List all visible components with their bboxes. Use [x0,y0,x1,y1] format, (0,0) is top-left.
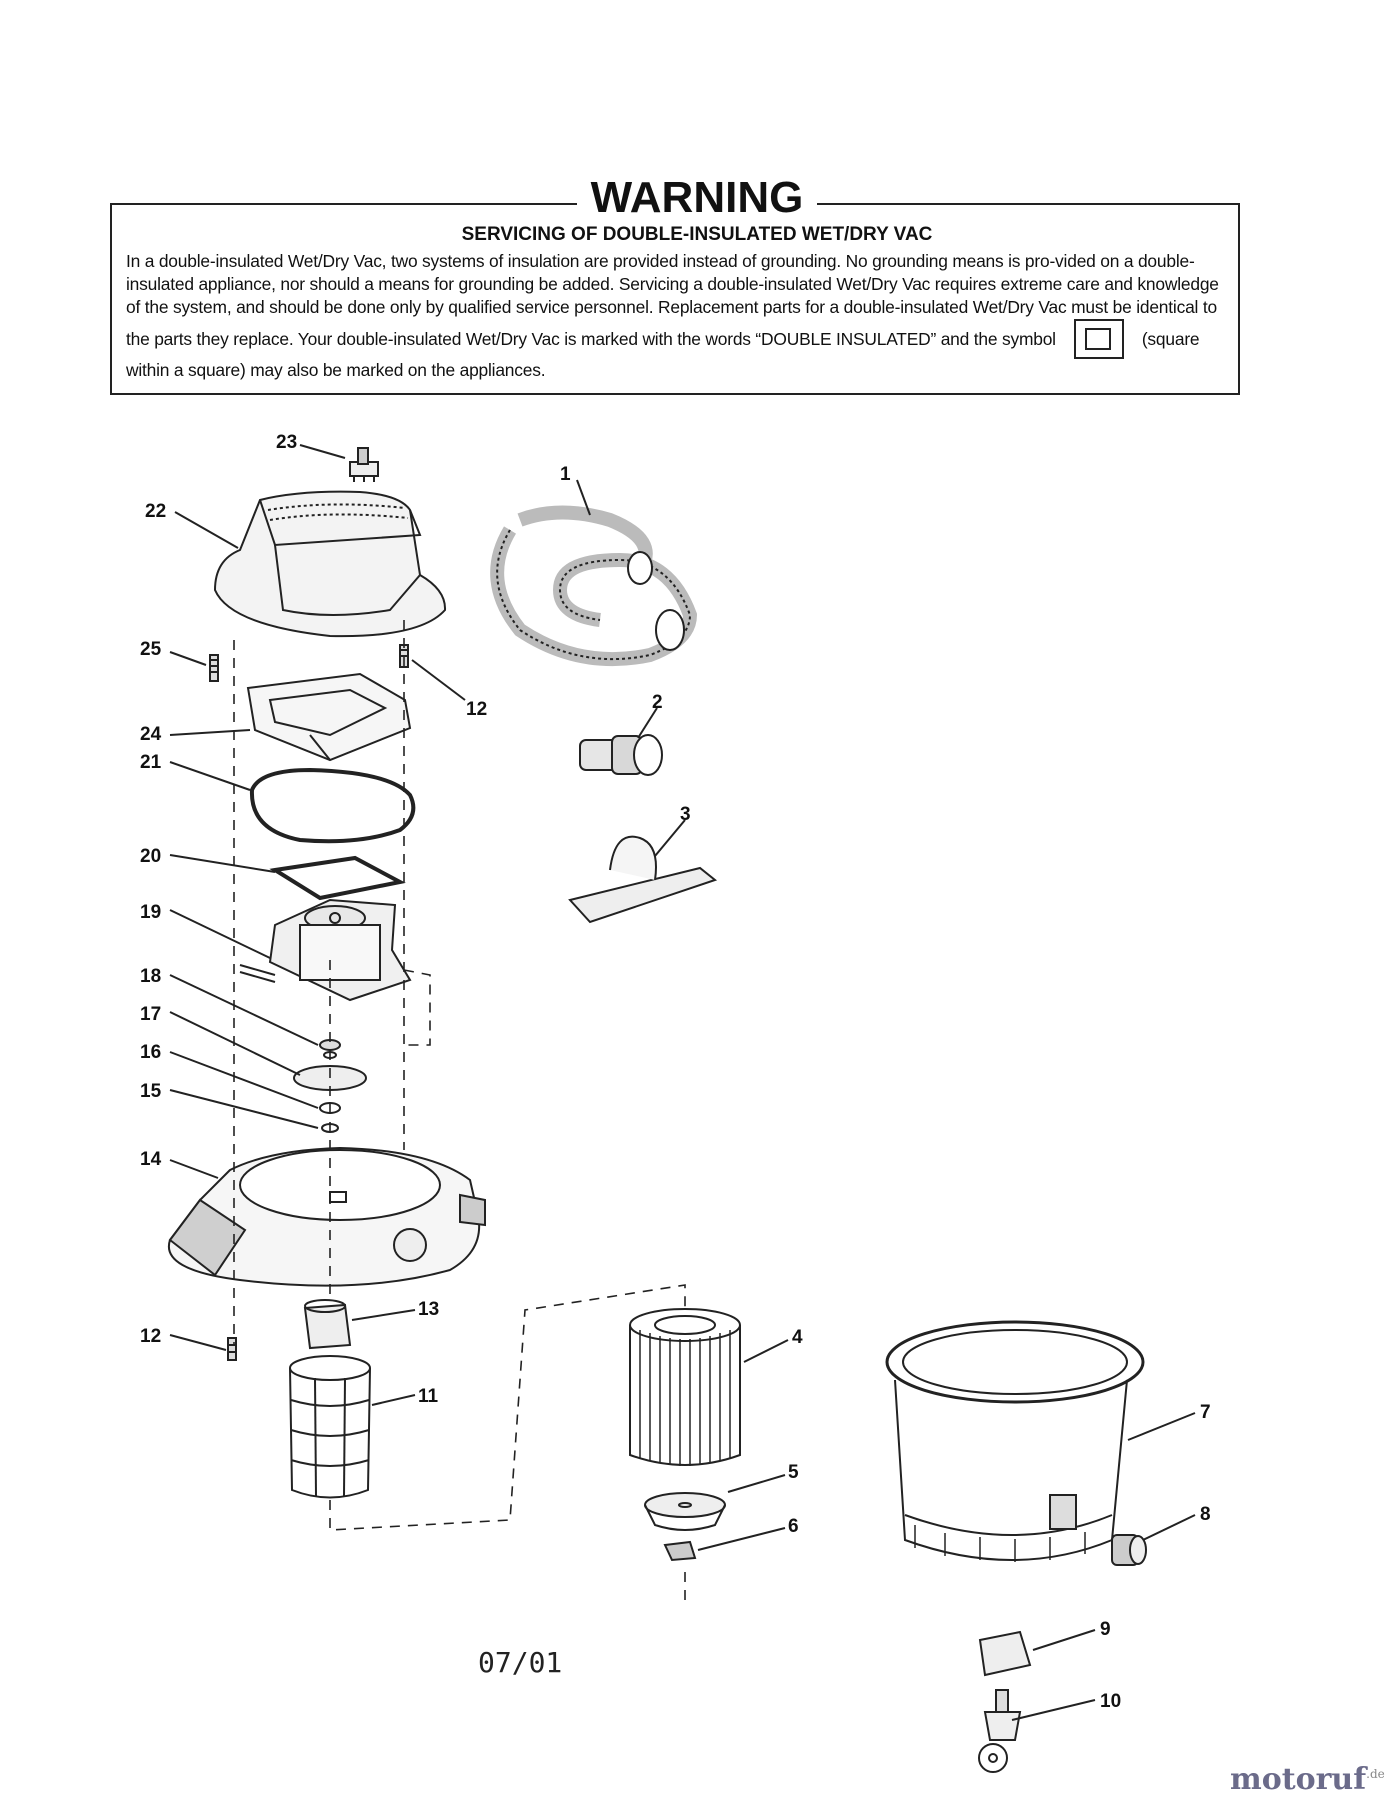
callout-13: 13 [418,1299,439,1320]
callout-14: 14 [140,1149,162,1170]
part-10-caster [978,1689,1022,1773]
assembly-guide-lines [233,620,686,1600]
watermark-name: motoruf [1230,1762,1367,1797]
callout-10: 10 [1100,1691,1121,1712]
watermark-suffix: .de [1366,1767,1385,1781]
callout-6: 6 [788,1516,799,1537]
part-23-motor-cover [213,490,447,638]
part-14-lid [167,1146,486,1287]
warning-subtitle: SERVICING OF DOUBLE-INSULATED WET/DRY VA… [461,224,933,245]
part-19-motor [239,898,412,1002]
callout-labels: 23 22 25 12 24 21 20 19 18 17 16 15 14 1… [140,432,1211,1712]
part-12-screw-bottom [227,1337,237,1361]
callout-4: 4 [792,1327,803,1348]
warning-title: WARNING [0,172,1394,224]
part-2-adapter [579,734,663,776]
callout-17: 17 [140,1004,161,1025]
part-22-baffle [246,672,412,762]
callout-8: 8 [1200,1504,1211,1525]
part-3-floor-nozzle [568,835,718,924]
warning-body-text-1: In a double-insulated Wet/Dry Vac, two s… [126,251,1219,349]
part-8-drain-cap [1111,1534,1147,1566]
part-13-cap [303,1299,352,1350]
part-4-cartridge-filter [629,1308,741,1466]
callout-22: 24 [140,724,162,745]
watermark-logo: motoruf.de [1230,1762,1385,1797]
callout-18: 18 [140,966,161,987]
part-7-tank [885,1320,1145,1562]
callout-24: 23 [276,432,297,453]
callout-20: 20 [140,846,161,867]
callout-16: 16 [140,1042,161,1063]
callout-5: 5 [788,1462,799,1483]
part-25-screw [209,654,219,682]
part-11-float-cage [289,1355,371,1499]
leader-lines [169,444,1196,1721]
callout-12-top: 12 [466,699,487,720]
callout-23: 22 [145,501,166,522]
part-20-square-gasket [269,855,406,901]
callout-12-bottom: 12 [140,1326,161,1347]
warning-body: In a double-insulated Wet/Dry Vac, two s… [126,250,1226,382]
part-24-switch [349,447,379,482]
callout-2: 2 [652,692,663,713]
part-21-gasket [249,767,416,844]
double-insulated-symbol-icon [1073,319,1124,359]
callout-25: 25 [140,639,162,660]
callout-1: 1 [560,464,571,485]
part-5-filter-cap [644,1492,726,1531]
callout-9: 9 [1100,1619,1111,1640]
callout-3: 3 [680,804,691,825]
callout-15: 15 [140,1081,162,1102]
callout-19: 19 [140,902,161,923]
date-stamp: 07/01 [478,1646,563,1679]
callout-11: 11 [418,1386,439,1407]
part-6-nut [663,1540,697,1562]
warning-body-text-2: (square within a square) may also be mar… [126,329,1200,380]
part-1-hose [490,505,698,667]
part-9-foot [978,1630,1032,1677]
callout-7: 7 [1200,1402,1211,1423]
callout-21: 21 [140,752,162,773]
